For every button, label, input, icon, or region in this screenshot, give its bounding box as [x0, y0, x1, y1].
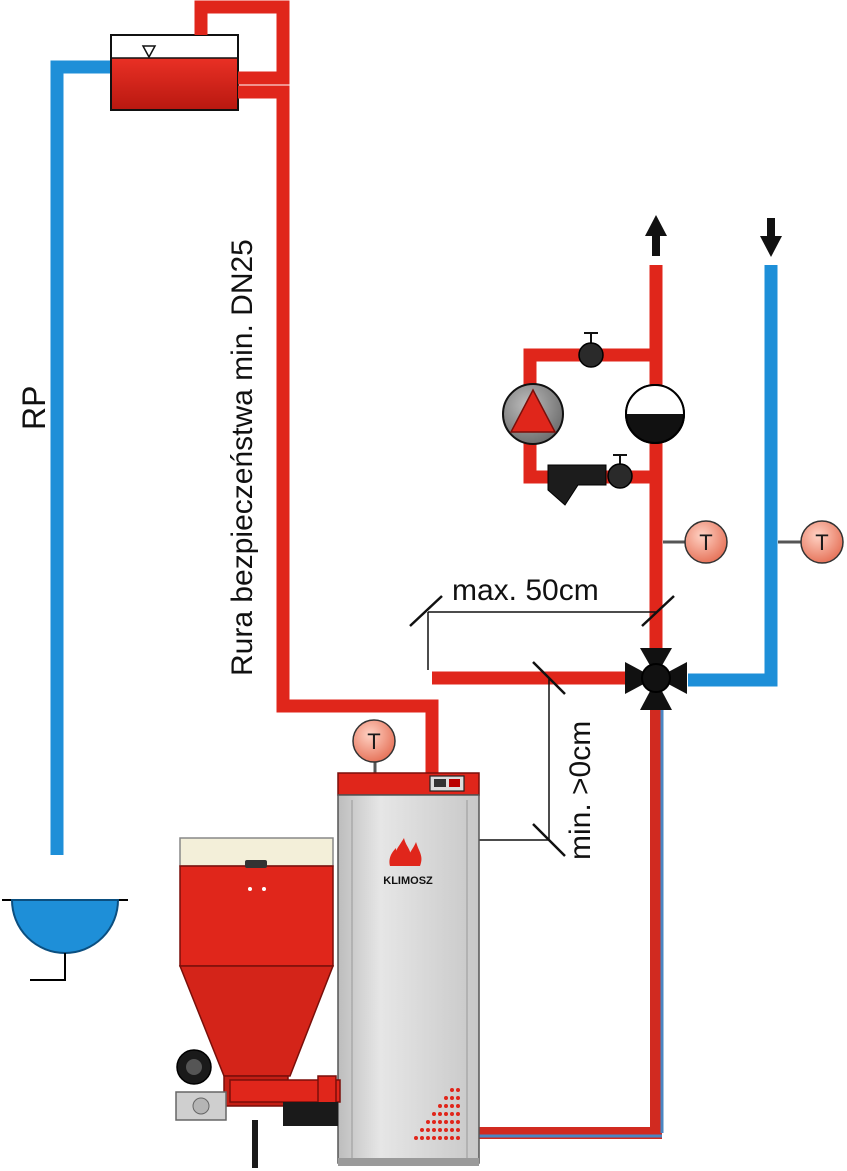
- rp-label: RP: [16, 386, 52, 430]
- strainer-icon: [547, 464, 607, 506]
- bottom-shutoff-valve-icon: [607, 454, 633, 489]
- dimension-max-50cm: [409, 595, 675, 670]
- thermometer-return-label: T: [815, 530, 828, 555]
- supply-up-arrow-icon: [645, 215, 667, 256]
- return-down-arrow-icon: [760, 218, 782, 257]
- return-pipe: [688, 265, 778, 687]
- thermometer-boiler-label: T: [367, 729, 380, 754]
- min-distance-label: min. >0cm: [564, 721, 597, 860]
- boiler-return-pipe: [478, 705, 664, 1139]
- top-shutoff-valve-icon: [578, 332, 604, 368]
- pellet-feeder: [175, 1049, 341, 1168]
- brand-flame-logo-icon: [389, 838, 422, 866]
- max-distance-label: max. 50cm: [452, 574, 599, 607]
- thermometer-boiler: T: [352, 719, 396, 782]
- water-level-marker-icon: [141, 45, 157, 59]
- thermometer-supply-label: T: [699, 530, 712, 555]
- dimension-min-0cm: [478, 661, 566, 857]
- thermometer-return: T: [778, 520, 844, 564]
- four-way-mixing-valve-icon: [625, 648, 687, 710]
- boiler-decor-dots: [414, 1088, 460, 1140]
- safety-pipe: [194, 0, 648, 775]
- circulation-pump-icon: [502, 383, 564, 445]
- brand-label: KLIMOSZ: [383, 875, 433, 887]
- expansion-tank: [110, 34, 239, 111]
- thermometer-supply: T: [663, 520, 728, 564]
- expansion-pipe: [50, 60, 112, 855]
- overflow-basin: [2, 899, 128, 981]
- boiler: KLIMOSZ: [337, 772, 480, 1166]
- hopper-lid-handle-icon: [245, 860, 267, 868]
- separator-vessel-icon: [625, 384, 685, 444]
- safety-pipe-label: Rura bezpieczeństwa min. DN25: [226, 239, 259, 676]
